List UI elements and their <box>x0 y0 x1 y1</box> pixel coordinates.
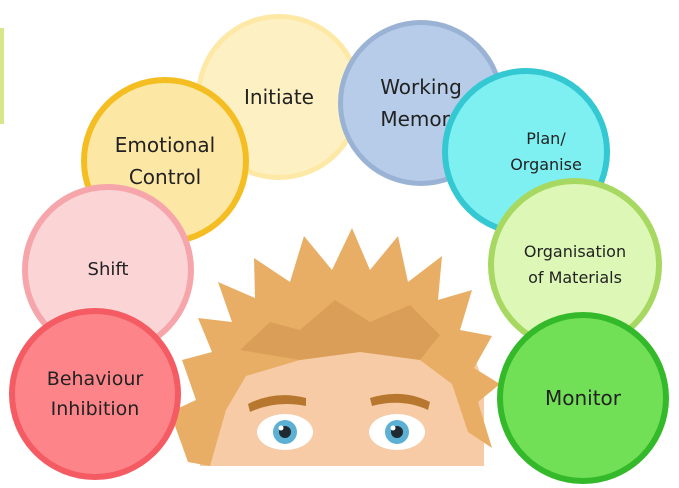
left-eyebrow <box>248 395 306 412</box>
bubble-label-shift: Shift <box>87 258 129 280</box>
right-eyebrow <box>370 393 430 410</box>
right-eye <box>369 414 425 450</box>
hair <box>170 228 500 466</box>
hair-shadow <box>240 300 440 360</box>
bubble-label-behaviour-inhibition: Behaviour Inhibition <box>46 367 144 420</box>
left-eye <box>257 414 313 450</box>
bubble-label-initiate: Initiate <box>244 85 314 109</box>
bubble-label-monitor: Monitor <box>544 386 622 410</box>
bubble-behaviour-inhibition: Behaviour Inhibition <box>9 308 181 480</box>
bubble-label-emotional-control: Emotional Control <box>114 133 216 189</box>
bubble-label-plan-organise: Plan/ Organise <box>510 129 582 174</box>
bubble-label-organisation-of-materials: Organisation of Materials <box>523 242 627 287</box>
bubble-monitor: Monitor <box>497 312 669 484</box>
edge-mark <box>0 28 4 124</box>
